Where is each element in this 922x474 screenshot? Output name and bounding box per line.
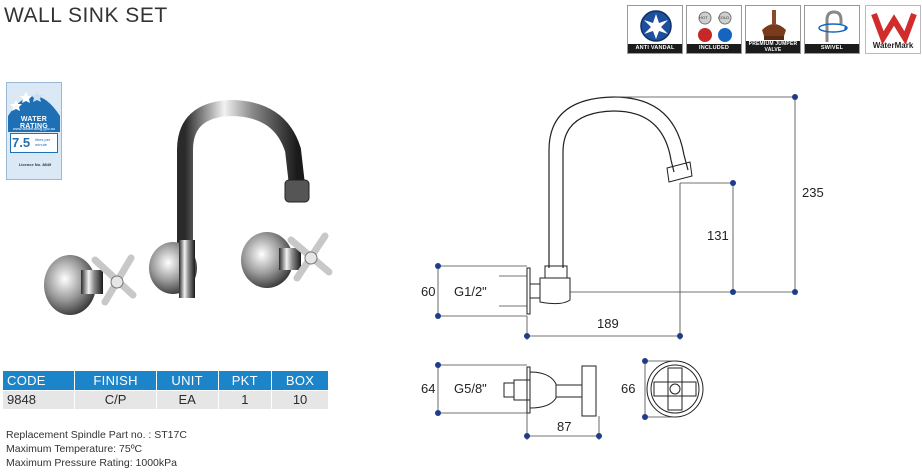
water-rating-url: www.waterrating.gov.au [12, 126, 56, 131]
badge-indices-label: INCLUDED [687, 44, 741, 53]
product-notes: Replacement Spindle Part no. : ST17C Max… [6, 428, 187, 470]
anti-vandal-icon [640, 10, 672, 42]
water-rating-licence: Licence No. 8849 [18, 162, 52, 167]
indices-hot-text: HOT [699, 15, 708, 20]
dim-reach: 189 [597, 316, 619, 331]
product-photo [44, 99, 333, 315]
col-code: CODE [3, 371, 76, 390]
badge-jumper-valve-label: PREMIUM JUMPER VALVE [746, 41, 800, 53]
dim-height-outlet: 131 [707, 228, 729, 243]
dim-flange-dia: 66 [621, 381, 635, 396]
badge-indices: HOT COLD INCLUDED [686, 5, 742, 54]
col-pkt: PKT [218, 371, 273, 390]
cell-finish: C/P [74, 389, 157, 409]
swivel-icon [818, 10, 848, 42]
dim-height-total: 235 [802, 185, 824, 200]
cell-unit: EA [156, 389, 219, 409]
water-rating-label: WATER RATING www.waterrating.gov.au 7.5 … [6, 82, 62, 180]
dim-tap-depth: 87 [557, 419, 571, 434]
dim-body-height: 60 [421, 284, 435, 299]
badge-swivel: SWIVEL [804, 5, 860, 54]
watermark-label: WaterMark [872, 41, 914, 50]
feature-badges: ANTI VANDAL HOT COLD INCLUDED PREMIUM JU… [627, 5, 921, 54]
col-unit: UNIT [156, 371, 219, 390]
water-rating-star-icon [6, 82, 62, 180]
page-title: WALL SINK SET [4, 4, 168, 27]
indices-icon [698, 11, 732, 42]
badge-jumper-valve: PREMIUM JUMPER VALVE [745, 5, 801, 54]
water-rating-value-box [10, 133, 58, 153]
badge-anti-vandal: ANTI VANDAL [627, 5, 683, 54]
badge-watermark: WaterMark [865, 5, 921, 54]
spec-table-header: CODE FINISH UNIT PKT BOX [3, 371, 329, 390]
badge-anti-vandal-label: ANTI VANDAL [628, 44, 682, 53]
cell-code: 9848 [3, 389, 76, 409]
note-pressure: Maximum Pressure Rating: 1000kPa [6, 457, 177, 469]
dim-thread-tap: G5/8" [454, 381, 487, 396]
water-rating-name: WATER RATING [19, 116, 49, 130]
spec-table: CODE FINISH UNIT PKT BOX 9848 C/P EA 1 1… [3, 371, 329, 409]
badge-swivel-label: SWIVEL [805, 44, 859, 53]
indices-cold-text: COLD [718, 15, 730, 20]
cell-pkt: 1 [218, 389, 273, 409]
jumper-valve-icon [762, 10, 786, 40]
col-box: BOX [271, 371, 329, 390]
watermark-logo-icon [871, 12, 917, 45]
col-finish: FINISH [74, 371, 157, 390]
dim-tap-height: 64 [421, 381, 435, 396]
water-rating-value: 7.5 [12, 135, 31, 150]
water-rating-unit: litres per minute [35, 137, 51, 147]
note-temperature: Maximum Temperature: 75ºC [6, 443, 143, 455]
cell-box: 10 [271, 389, 329, 409]
dim-thread-body: G1/2" [454, 284, 487, 299]
note-spindle: Replacement Spindle Part no. : ST17C [6, 429, 187, 441]
table-row: 9848 C/P EA 1 10 [3, 389, 329, 409]
